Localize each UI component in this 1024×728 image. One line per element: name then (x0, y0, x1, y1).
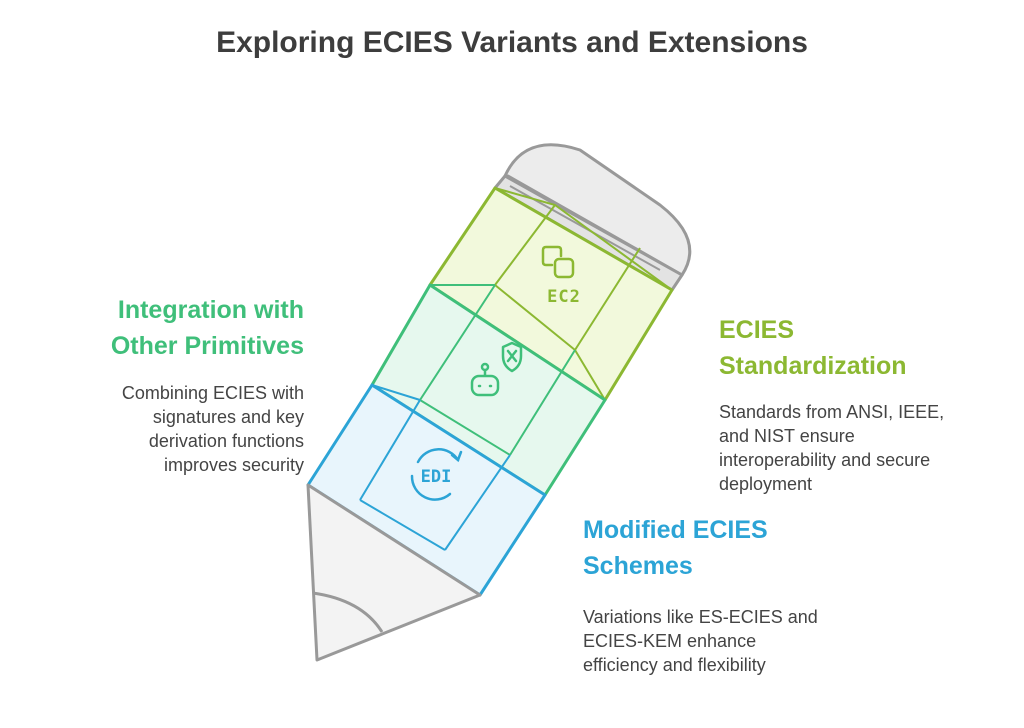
standardization-heading: ECIES Standardization (719, 312, 949, 384)
ec2-icon (541, 245, 575, 279)
integration-heading: Integration with Other Primitives (24, 292, 304, 364)
integration-heading-line-2: Other Primitives (110, 332, 304, 360)
integration-desc-line-3: derivation functions (148, 431, 304, 451)
integration-desc-line-1: Combining ECIES with (121, 383, 304, 403)
pencil-eraser (503, 143, 692, 277)
standardization-description: Standards from ANSI, IEEE, and NIST ensu… (719, 400, 999, 496)
standardization-heading-line-2: Standardization (719, 352, 907, 380)
integration-desc-line-4: improves security (163, 455, 304, 475)
integration-description: Combining ECIES with signatures and key … (44, 381, 304, 477)
standardization-desc-line-3: interoperability and secure (719, 450, 931, 470)
integration-heading-line-1: Integration with (117, 296, 304, 324)
ec2-icon-label: EC2 (547, 287, 581, 307)
edi-icon (410, 448, 463, 501)
standardization-desc-line-2: and NIST ensure (719, 426, 855, 446)
edi-icon-label: EDI (421, 467, 452, 487)
modified-desc-line-3: efficiency and flexibility (583, 655, 766, 675)
standardization-heading-line-1: ECIES (719, 316, 795, 344)
modified-description: Variations like ES-ECIES and ECIES-KEM e… (583, 605, 883, 677)
modified-desc-line-2: ECIES-KEM enhance (583, 631, 757, 651)
robot-shield-icon (470, 341, 523, 397)
modified-desc-line-1: Variations like ES-ECIES and (583, 607, 818, 627)
modified-heading: Modified ECIES Schemes (583, 512, 863, 584)
pencil-tip (306, 483, 482, 662)
standardization-desc-line-1: Standards from ANSI, IEEE, (719, 402, 945, 422)
integration-desc-line-2: signatures and key (152, 407, 304, 427)
modified-heading-line-1: Modified ECIES (583, 516, 768, 544)
standardization-desc-line-4: deployment (719, 474, 813, 494)
modified-heading-line-2: Schemes (583, 552, 693, 580)
page-title: Exploring ECIES Variants and Extensions (216, 26, 808, 59)
